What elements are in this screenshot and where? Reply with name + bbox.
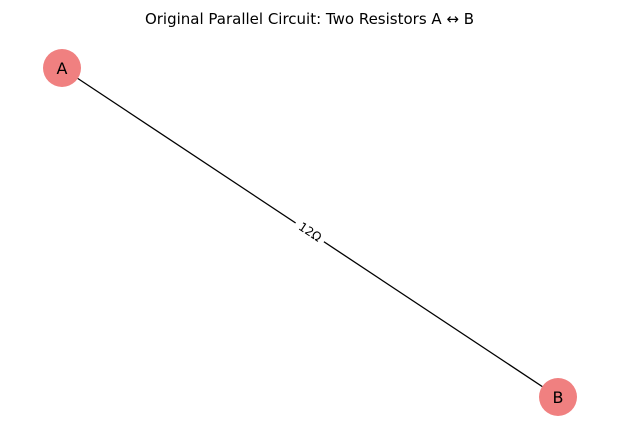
node-b: B [539,378,577,416]
edge-label-a-b-group: 12Ω [290,215,330,249]
node-b-circle [539,378,577,416]
node-a: A [43,49,81,87]
node-a-circle [43,49,81,87]
diagram-title: Original Parallel Circuit: Two Resistors… [145,10,474,28]
node-b-label: B [553,388,564,407]
node-a-label: A [57,59,68,78]
edge-label-background [290,215,330,249]
